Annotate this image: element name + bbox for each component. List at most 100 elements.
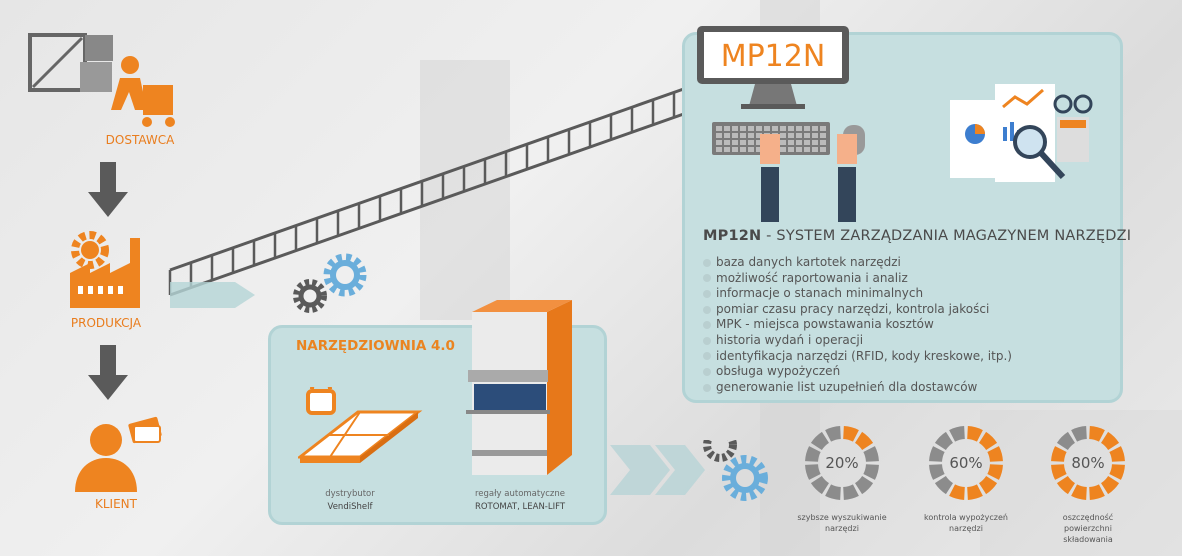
stat-value: 60%	[949, 454, 983, 472]
stat-value: 20%	[825, 454, 859, 472]
key	[772, 126, 778, 131]
feature-text: baza danych kartotek narzędzi	[716, 255, 901, 269]
supplier-label: DOSTAWCA	[105, 133, 175, 147]
feature-text: MPK - miejsca powstawania kosztów	[716, 317, 934, 332]
key	[740, 140, 746, 145]
key	[796, 126, 802, 131]
donut-segment	[825, 484, 841, 500]
key	[740, 133, 746, 138]
feature-item: generowanie list uzupełnień dla dostawcó…	[703, 380, 1012, 396]
donut-segment	[1051, 464, 1067, 480]
feature-item: informacje o stanach minimalnych	[703, 286, 1012, 302]
donut-segment	[929, 464, 945, 480]
factory-gear-icon	[70, 231, 140, 308]
feature-item: możliwość raportowania i analiz	[703, 271, 1012, 287]
feature-text: informacje o stanach minimalnych	[716, 286, 924, 301]
key	[812, 133, 818, 138]
feature-text: obsługa wypożyczeń	[716, 364, 841, 379]
key	[796, 147, 802, 152]
key	[780, 140, 786, 145]
bullet-icon	[703, 258, 711, 267]
key	[788, 147, 794, 152]
key	[812, 147, 818, 152]
key	[820, 126, 826, 131]
donut-segment	[979, 476, 998, 495]
key	[788, 140, 794, 145]
feature-item: pomiar czasu pracy narzędzi, kontrola ja…	[703, 302, 1012, 318]
production-label: PRODUKCJA	[70, 316, 142, 330]
feature-text: identyfikacja narzędzi (RFID, kody kresk…	[716, 348, 1012, 363]
bullet-icon	[703, 367, 711, 376]
key	[804, 140, 810, 145]
key	[756, 147, 762, 152]
key	[748, 147, 754, 152]
donut-segment	[1071, 484, 1087, 500]
donut-segment	[1101, 476, 1120, 495]
donut-segment	[1051, 446, 1067, 462]
arrow-down-icon	[88, 345, 128, 400]
key	[820, 133, 826, 138]
bullet-icon	[703, 274, 711, 283]
feature-list: baza danych kartotek narzędzi możliwość r…	[703, 255, 1012, 395]
donut-segment	[810, 476, 829, 495]
key	[740, 126, 746, 131]
key	[812, 140, 818, 145]
donut-segment	[843, 426, 859, 442]
donut-segment	[825, 426, 841, 442]
key	[804, 147, 810, 152]
feature-item: MPK - miejsca powstawania kosztów	[703, 317, 1012, 333]
donut-segment	[805, 464, 821, 480]
key	[780, 133, 786, 138]
stat-donut: 60% kontrola wypożyczeń narzędzi	[906, 418, 1026, 534]
stat-caption: kontrola wypożyczeń narzędzi	[924, 513, 1008, 533]
key	[740, 147, 746, 152]
bullet-icon	[703, 289, 711, 298]
key	[748, 126, 754, 131]
stat-donut: 20%szybsze wyszukiwanie narzędzi	[782, 418, 902, 534]
stat-donut: 80%oszczędność powierzchni składowania	[1028, 418, 1148, 545]
key	[732, 133, 738, 138]
donut-segment	[843, 484, 859, 500]
flow-chevrons	[610, 440, 768, 501]
feature-item: identyfikacja narzędzi (RFID, kody kresk…	[703, 349, 1012, 365]
donut-segment	[934, 476, 953, 495]
donut-segment	[979, 431, 998, 450]
key	[764, 126, 770, 131]
donut-segment	[949, 426, 965, 442]
monitor-screen-text: MP12N	[720, 39, 826, 74]
key	[748, 140, 754, 145]
client-icon	[75, 416, 162, 492]
donut-segment	[967, 426, 983, 442]
key	[780, 147, 786, 152]
donut-segment	[987, 464, 1003, 480]
key	[780, 126, 786, 131]
bullet-icon	[703, 305, 711, 314]
donut-segment	[929, 446, 945, 462]
key	[716, 147, 722, 152]
feature-item: historia wydań i operacji	[703, 333, 1012, 349]
feature-text: historia wydań i operacji	[716, 332, 864, 347]
key	[788, 126, 794, 131]
key	[804, 126, 810, 131]
stat-value: 80%	[1071, 454, 1105, 472]
donut-segment	[810, 431, 829, 450]
key	[724, 126, 730, 131]
donut-segment	[967, 484, 983, 500]
key	[812, 126, 818, 131]
connection-ladder	[168, 83, 697, 308]
feature-item: obsługa wypożyczeń	[703, 364, 1012, 380]
donut-segment	[855, 476, 874, 495]
key	[724, 147, 730, 152]
key	[732, 140, 738, 145]
bullet-icon	[703, 321, 711, 330]
key	[804, 133, 810, 138]
bullet-icon	[703, 383, 711, 392]
rotomat-rack-icon	[466, 300, 572, 475]
key	[724, 133, 730, 138]
donut-segment	[863, 446, 879, 462]
key	[756, 140, 762, 145]
key	[820, 140, 826, 145]
gears-icon	[293, 253, 367, 313]
